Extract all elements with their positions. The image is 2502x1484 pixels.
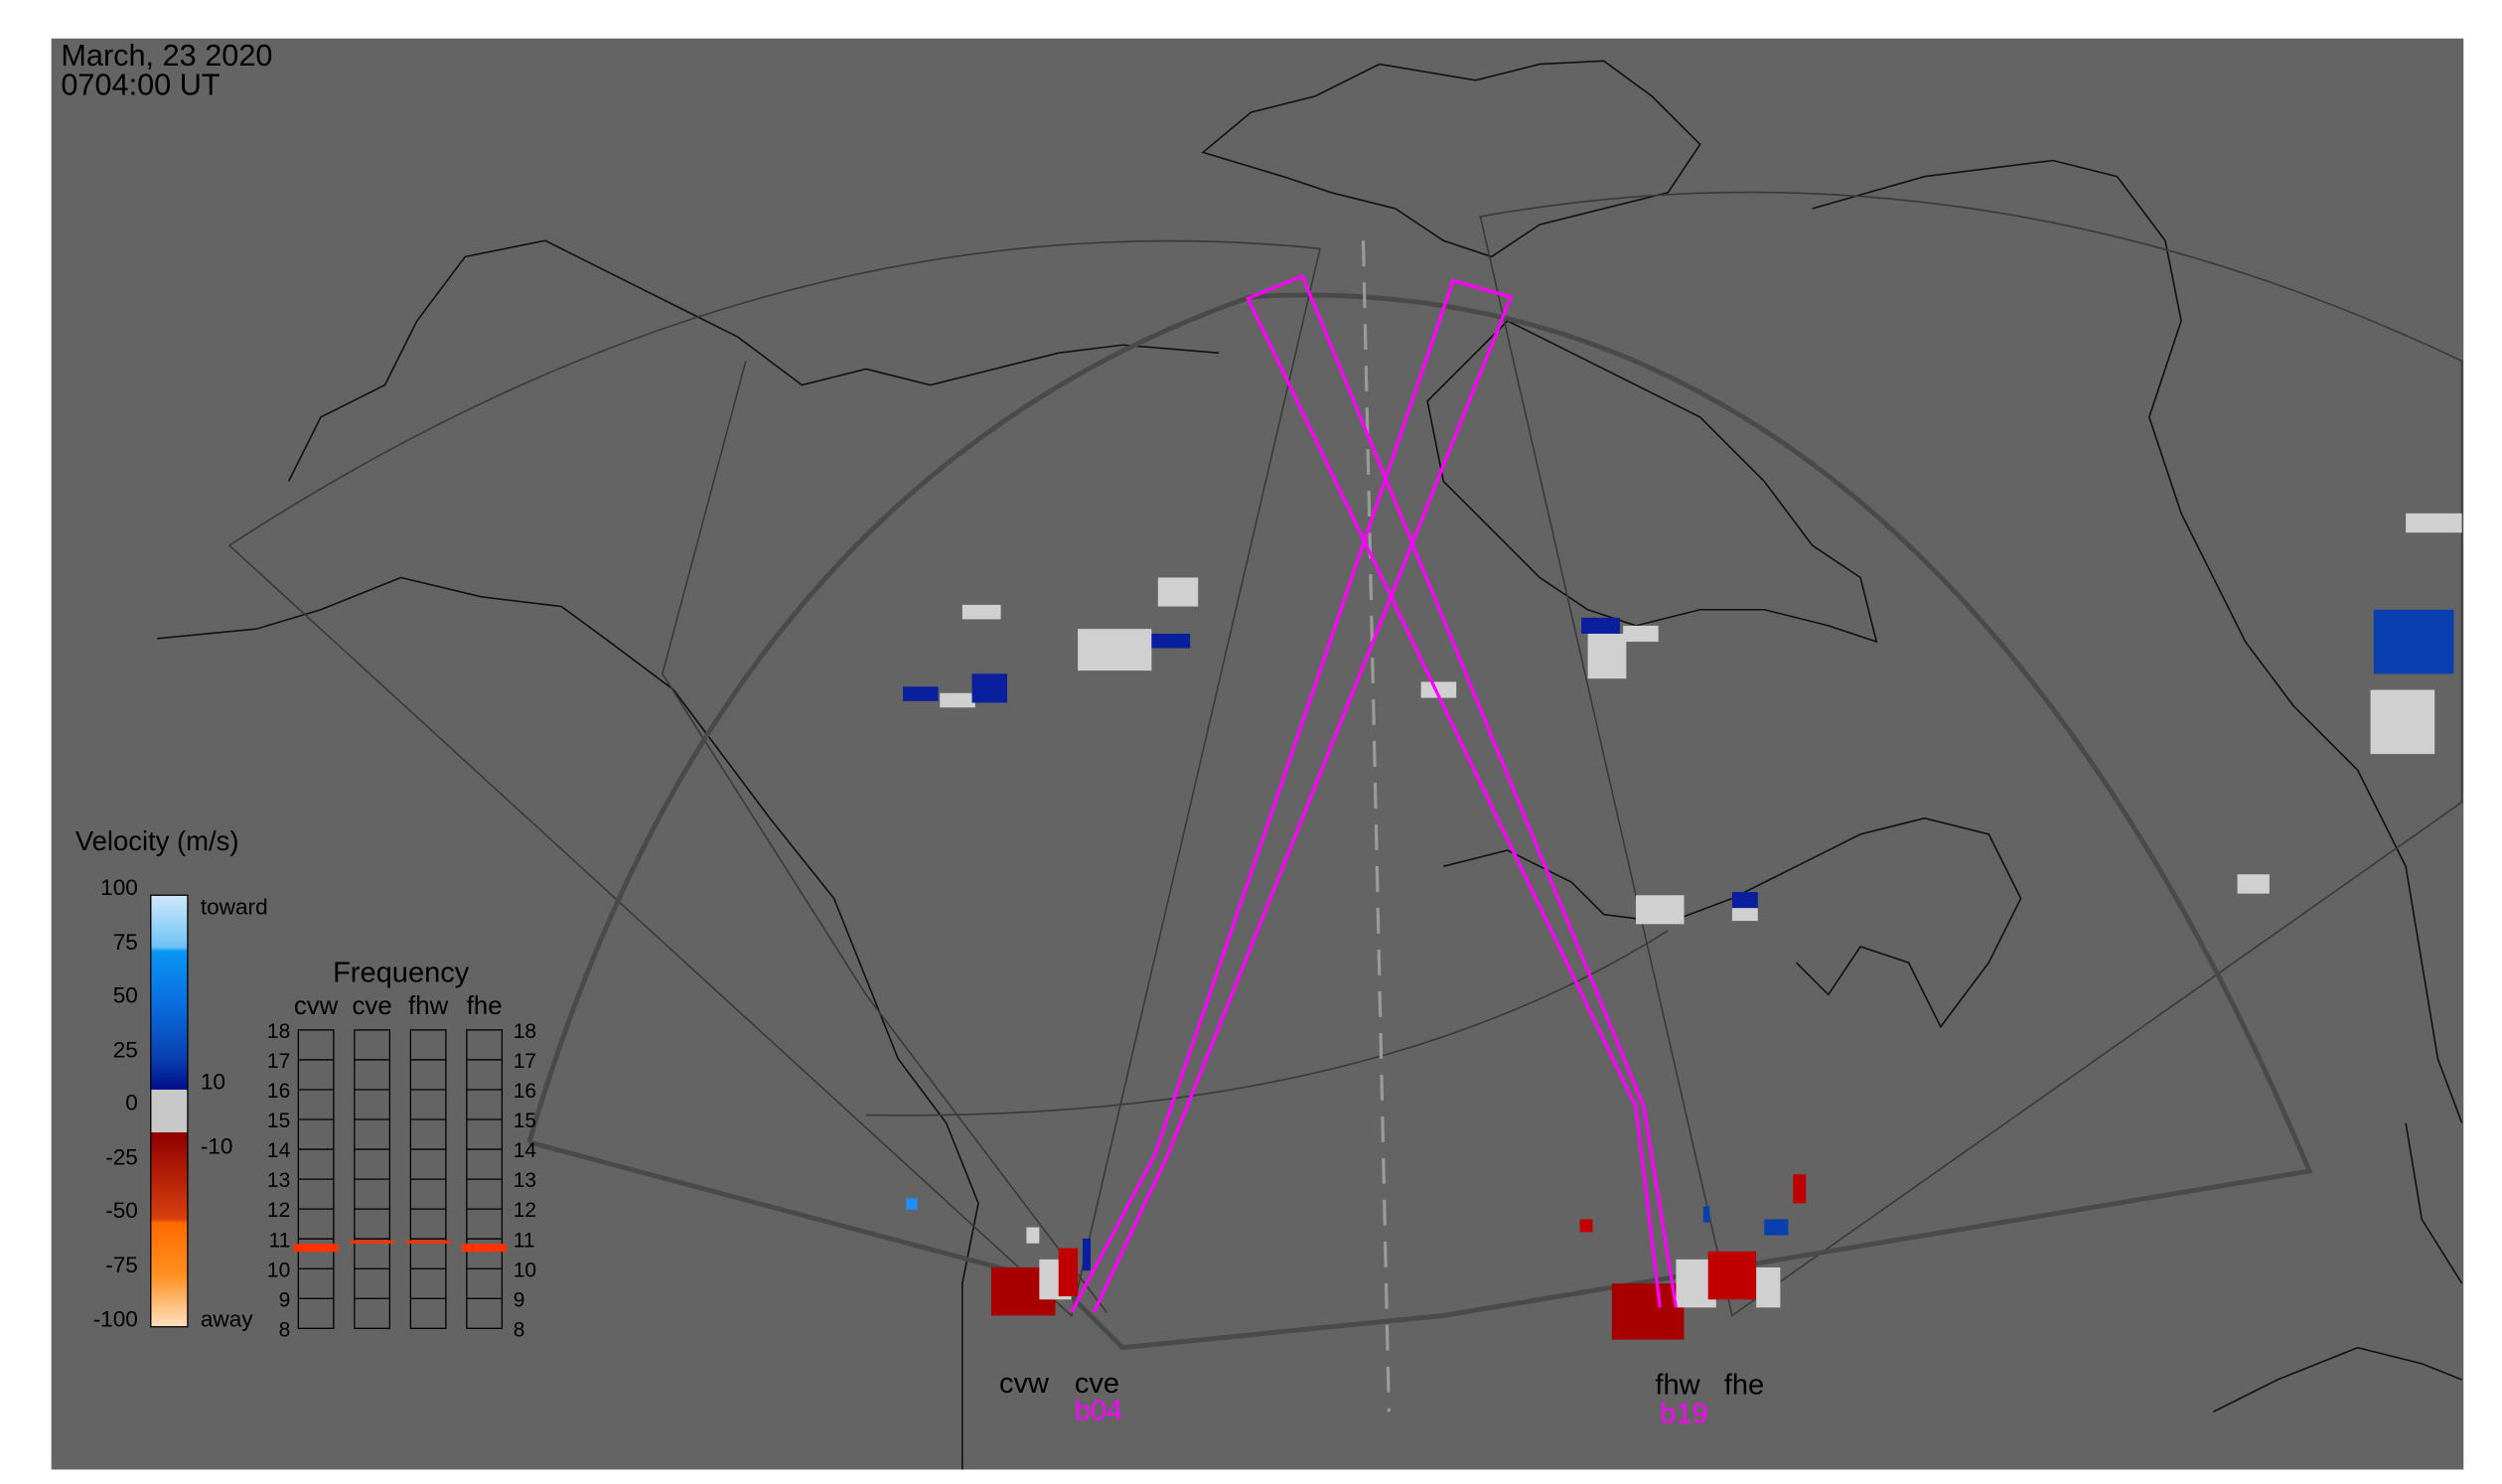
beam-label-b19: b19 (1660, 1399, 1707, 1430)
frequency-marker-fhe (462, 1244, 508, 1253)
frequency-tick-left: 9 (279, 1288, 291, 1311)
velocity-legend-title: Velocity (m/s) (75, 825, 239, 856)
frequency-tick-right: 11 (514, 1229, 535, 1252)
velocity-ticks: 100 75 50 25 0 -25 -50 -75 -100 (93, 875, 138, 1331)
svg-text:0: 0 (125, 1091, 138, 1115)
frequency-tick-left: 15 (267, 1110, 290, 1132)
beam-b04[interactable] (1070, 278, 1514, 1313)
svg-text:100: 100 (100, 875, 138, 900)
frequency-tick-right: 16 (514, 1080, 536, 1103)
frequency-column-label: fhe (467, 992, 503, 1020)
radar-label-fhw: fhw (1655, 1370, 1700, 1402)
beam-label-b04: b04 (1075, 1395, 1122, 1426)
frequency-tick-right: 14 (514, 1139, 537, 1162)
frequency-tick-right: 8 (514, 1318, 525, 1341)
frequency-marker-cve (350, 1240, 395, 1244)
frequency-tick-right: 13 (514, 1169, 536, 1192)
radar-label-fhe: fhe (1724, 1370, 1764, 1402)
svg-text:toward: toward (201, 895, 268, 920)
frequency-tick-left: 13 (267, 1169, 290, 1192)
beam-b19[interactable] (1246, 273, 1679, 1308)
frequency-tick-right: 10 (514, 1259, 536, 1281)
frequency-tick-left: 18 (267, 1020, 290, 1043)
map-background (51, 38, 2464, 1470)
frequency-tick-right: 12 (514, 1199, 536, 1222)
frequency-tick-left: 8 (279, 1318, 291, 1341)
svg-text:75: 75 (113, 930, 138, 955)
velocity-side-labels: toward 10 -10 away (201, 895, 268, 1332)
svg-text:-100: -100 (93, 1307, 138, 1332)
combined-fov-boundary (526, 292, 2313, 1351)
svg-text:-10: -10 (201, 1133, 233, 1158)
frequency-tick-left: 14 (267, 1139, 291, 1162)
svg-text:-50: -50 (105, 1198, 138, 1223)
velocity-colorbar (150, 894, 189, 1328)
frequency-tick-right: 17 (514, 1050, 536, 1073)
frequency-marker-cvw (293, 1244, 339, 1253)
svg-text:50: 50 (113, 982, 138, 1007)
radar-label-cvw: cvw (999, 1368, 1050, 1400)
frequency-column-label: cvw (294, 992, 339, 1020)
svg-text:10: 10 (201, 1070, 225, 1095)
frequency-column-label: cve (353, 992, 392, 1020)
frequency-marker-fhw (405, 1240, 451, 1244)
coastlines (157, 60, 2463, 1470)
frequency-tick-left: 11 (268, 1229, 290, 1252)
frequency-tick-right: 15 (514, 1110, 536, 1132)
date-label: March, 23 2020 (61, 38, 272, 73)
frequency-tick-right: 9 (514, 1288, 525, 1311)
svg-text:-25: -25 (105, 1145, 138, 1170)
svg-text:25: 25 (113, 1037, 138, 1062)
frequency-tick-left: 12 (267, 1199, 290, 1222)
radar-labels: cvw cve b04 fhw fhe b19 (999, 1368, 1764, 1430)
svg-text:-75: -75 (105, 1253, 138, 1277)
beam-outlines (1070, 273, 1679, 1313)
frequency-tick-left: 16 (267, 1080, 290, 1103)
frequency-column-label: fhw (408, 992, 449, 1020)
radar-label-cve: cve (1075, 1368, 1119, 1400)
svg-text:away: away (201, 1307, 253, 1332)
frequency-tick-left: 17 (267, 1050, 290, 1073)
meridian-line (1361, 240, 1391, 1412)
time-label: 0704:00 UT (61, 67, 221, 101)
frequency-title: Frequency (333, 957, 470, 988)
echo-cells (903, 513, 2462, 1340)
frequency-tick-left: 10 (267, 1259, 290, 1281)
frequency-tick-right: 18 (514, 1020, 536, 1043)
